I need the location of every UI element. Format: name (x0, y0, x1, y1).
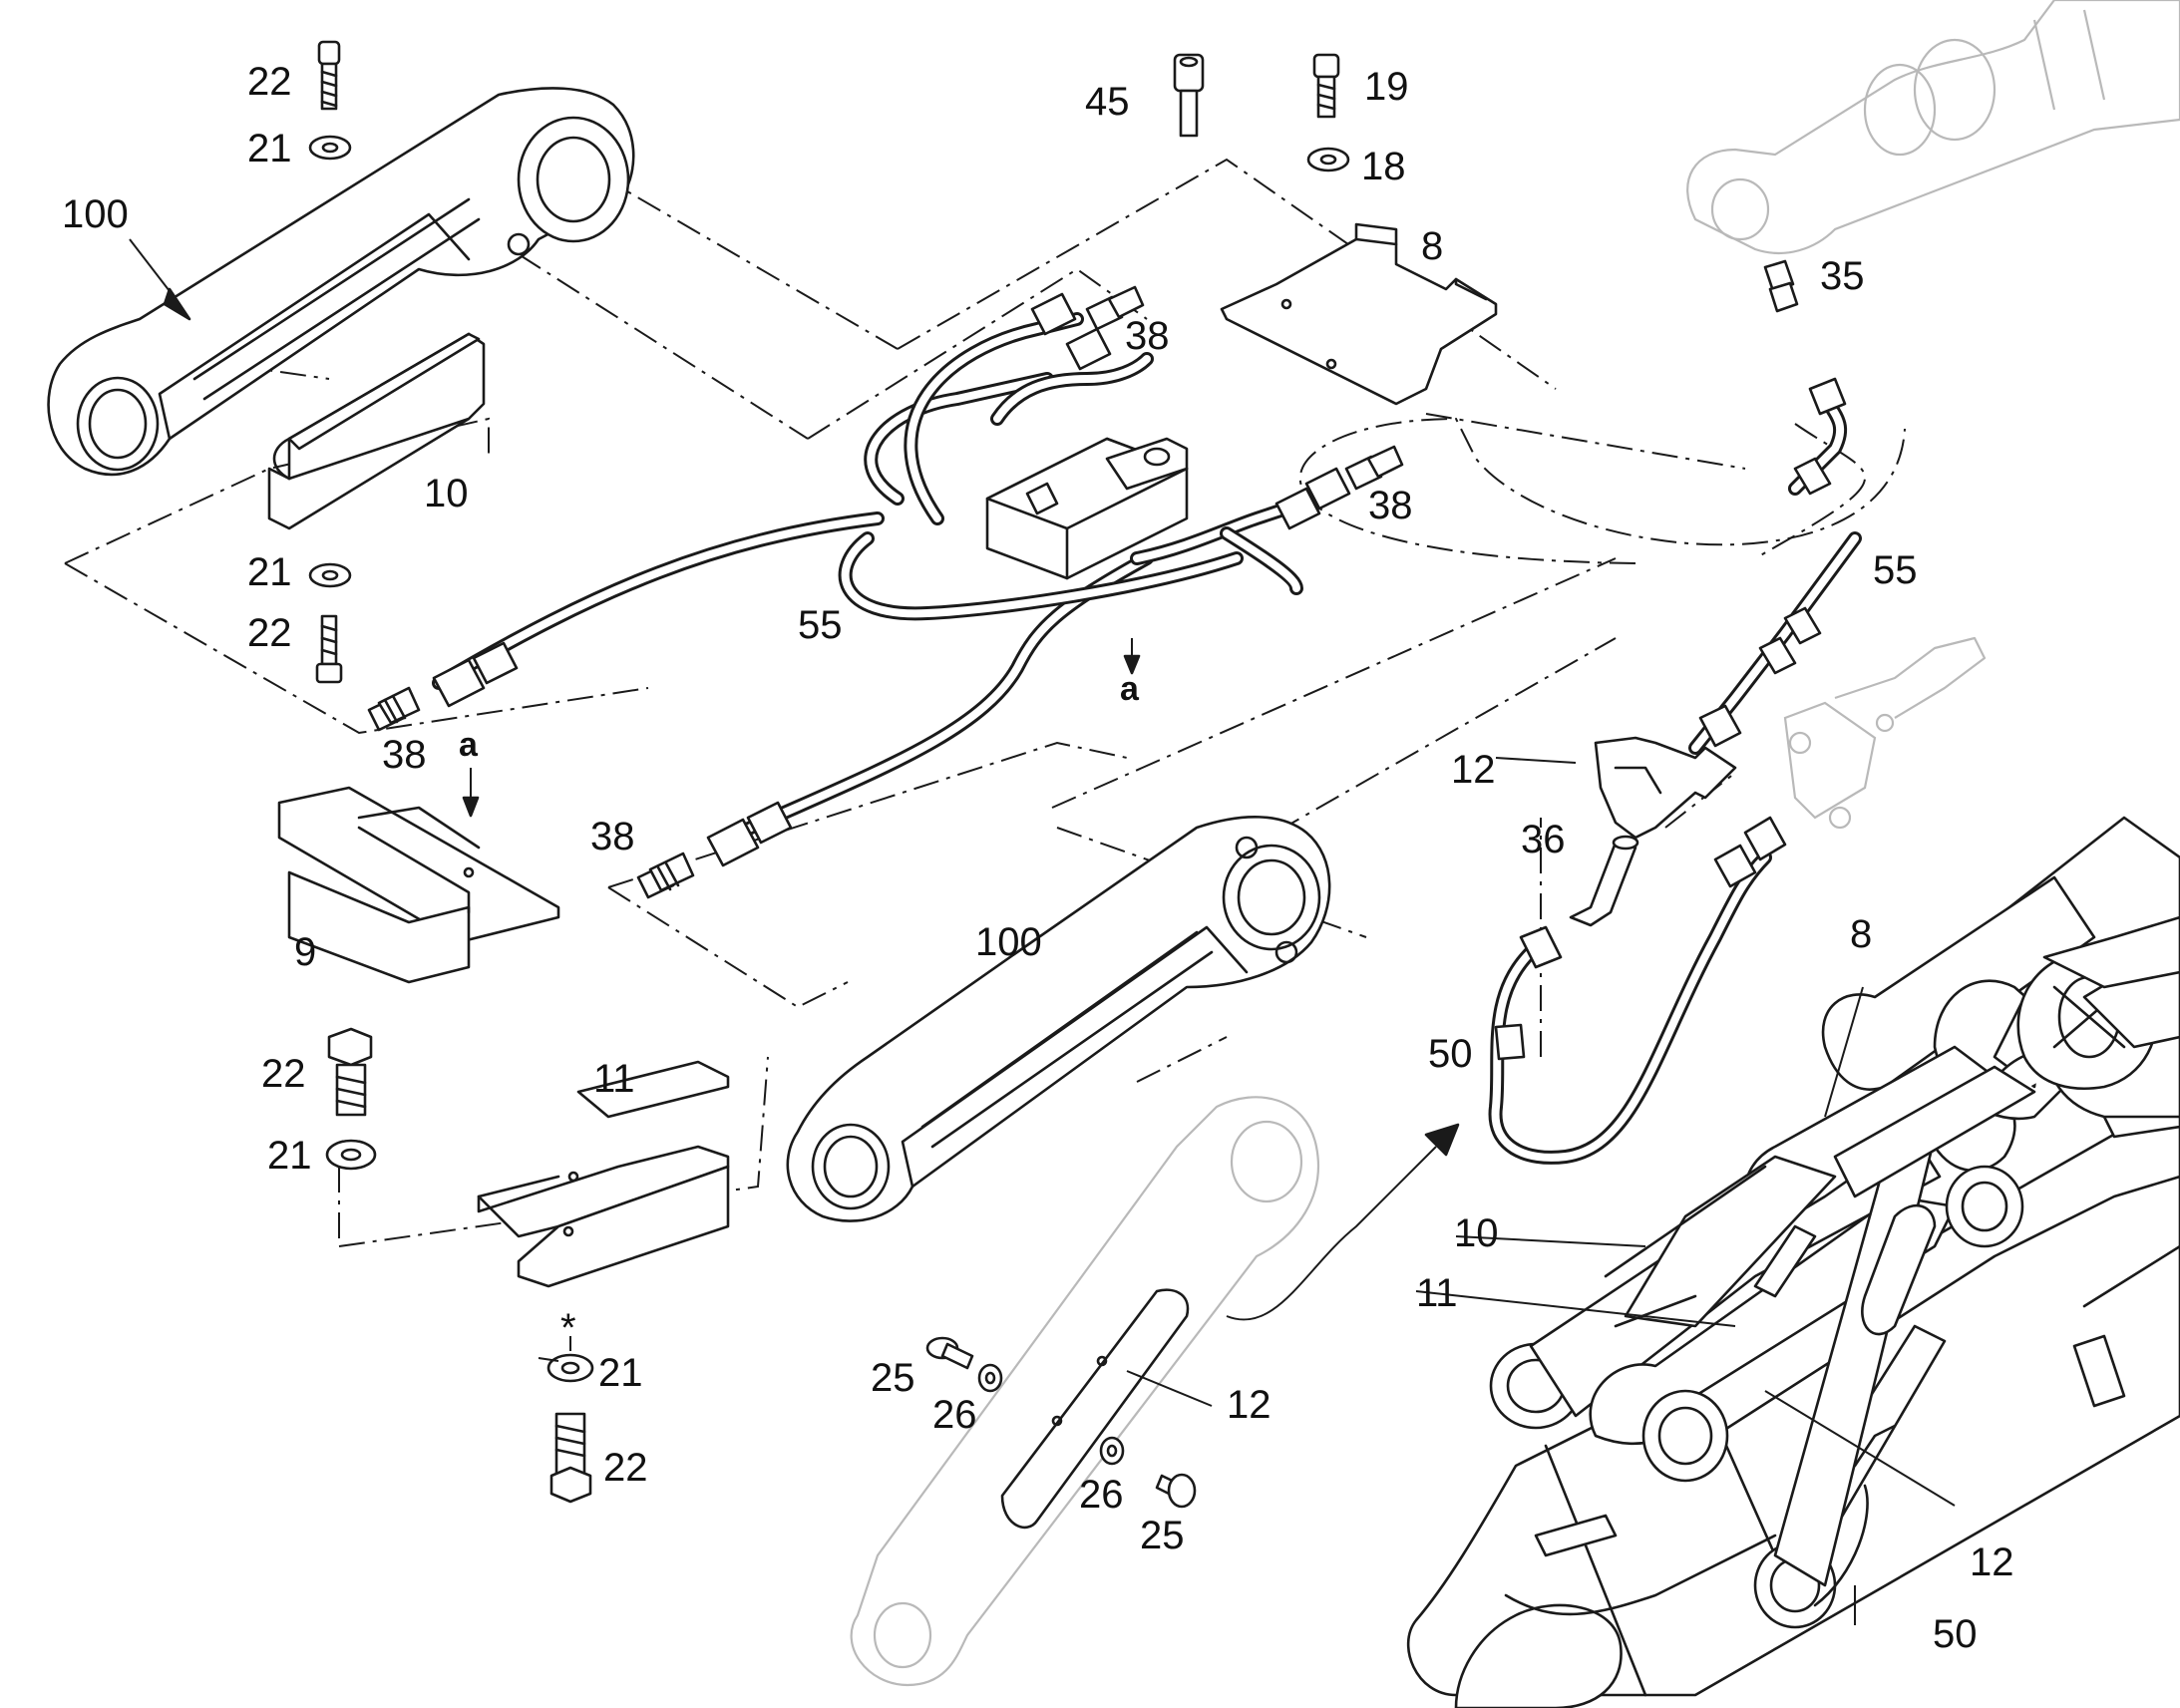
fitting-38-right (1344, 445, 1404, 491)
bracket-10 (267, 332, 486, 530)
label-25-right: 25 (1140, 1514, 1185, 1557)
guard-12-lower (1000, 1288, 1190, 1530)
bolt-25-left (925, 1336, 974, 1370)
label-35: 35 (1820, 254, 1865, 298)
plate-8 (1220, 222, 1498, 406)
hose-35-line (1788, 377, 1848, 496)
label-8-top: 8 (1421, 224, 1443, 268)
label-asterisk: * (560, 1306, 576, 1350)
label-12-upper: 12 (1451, 748, 1496, 792)
label-a-left: a (459, 726, 479, 764)
label-12-lower: 12 (1227, 1383, 1272, 1427)
label-10-left: 10 (424, 472, 469, 515)
label-11-left: 11 (593, 1057, 635, 1101)
plate-11 (477, 1060, 730, 1288)
label-21-bottom: 21 (598, 1351, 643, 1395)
label-50-right: 50 (1933, 1612, 1978, 1656)
hose-55-right (1688, 531, 1862, 755)
label-38-lower: 38 (590, 815, 635, 858)
washer-21-top (308, 135, 352, 161)
guard-12-upper (1594, 736, 1737, 840)
label-9: 9 (294, 930, 316, 974)
hose-50 (1488, 816, 1787, 1165)
bolt-22-mid (315, 614, 343, 684)
fitting-38-left (367, 686, 421, 732)
ghost-cylinder (1686, 0, 2180, 254)
fitting-38-lower (636, 852, 695, 899)
label-50-left: 50 (1428, 1032, 1473, 1076)
fitting-38-top (1085, 285, 1145, 331)
bolt-25-right (1155, 1473, 1197, 1509)
label-22-mid: 22 (247, 611, 292, 655)
label-22-lower-left: 22 (261, 1052, 306, 1096)
washer-21-mid (308, 562, 352, 588)
label-38-top: 38 (1125, 314, 1170, 358)
label-22-bottom: 22 (603, 1446, 648, 1490)
label-38-left: 38 (382, 733, 427, 777)
label-21-mid: 21 (247, 550, 292, 594)
part-labels: 22 21 100 10 21 22 38 a 9 45 19 18 8 38 … (62, 60, 2014, 1656)
label-55-center: 55 (798, 603, 843, 647)
washer-18 (1306, 147, 1350, 172)
label-12-right: 12 (1970, 1540, 2014, 1584)
bolt-19 (1312, 53, 1340, 119)
washer-26-left (977, 1363, 1003, 1393)
machine-assembly (1406, 816, 2180, 1708)
label-11-right: 11 (1416, 1271, 1458, 1315)
link-rod-upper (47, 87, 635, 477)
bolt-22-top (317, 40, 341, 111)
label-21-top: 21 (247, 127, 292, 171)
label-100-lower: 100 (975, 920, 1042, 964)
bolt-22-bottom (549, 1412, 592, 1504)
washer-21-bottom (546, 1353, 594, 1383)
washer-21-lower-left (325, 1139, 377, 1171)
label-18: 18 (1361, 145, 1406, 188)
label-25-left: 25 (871, 1356, 915, 1400)
plate-9 (277, 786, 560, 984)
label-26-right: 26 (1079, 1473, 1124, 1517)
label-22-top: 22 (247, 60, 292, 104)
label-8-right: 8 (1850, 912, 1872, 956)
label-36: 36 (1521, 818, 1566, 861)
label-10-right: 10 (1454, 1211, 1499, 1255)
label-21-lower-left: 21 (267, 1134, 312, 1178)
fitting-35 (1763, 259, 1799, 313)
bolt-22-lower-left (327, 1027, 373, 1117)
label-55-right: 55 (1873, 548, 1918, 592)
hose-assembly-55 (432, 312, 1323, 850)
label-100-upper: 100 (62, 192, 129, 236)
ghost-bracket (1783, 636, 1987, 830)
valve-block (985, 437, 1189, 580)
adapter-36 (1569, 835, 1639, 927)
hose-end-fittings (432, 292, 1351, 867)
link-rod-lower (786, 816, 1331, 1222)
screw-45 (1173, 53, 1205, 138)
washer-26-right (1099, 1436, 1125, 1466)
label-38-right: 38 (1368, 484, 1413, 527)
label-45: 45 (1085, 80, 1130, 124)
label-26-left: 26 (932, 1393, 977, 1437)
leader-lines (129, 238, 1956, 1625)
label-a-center: a (1120, 670, 1140, 708)
label-19: 19 (1364, 65, 1409, 109)
